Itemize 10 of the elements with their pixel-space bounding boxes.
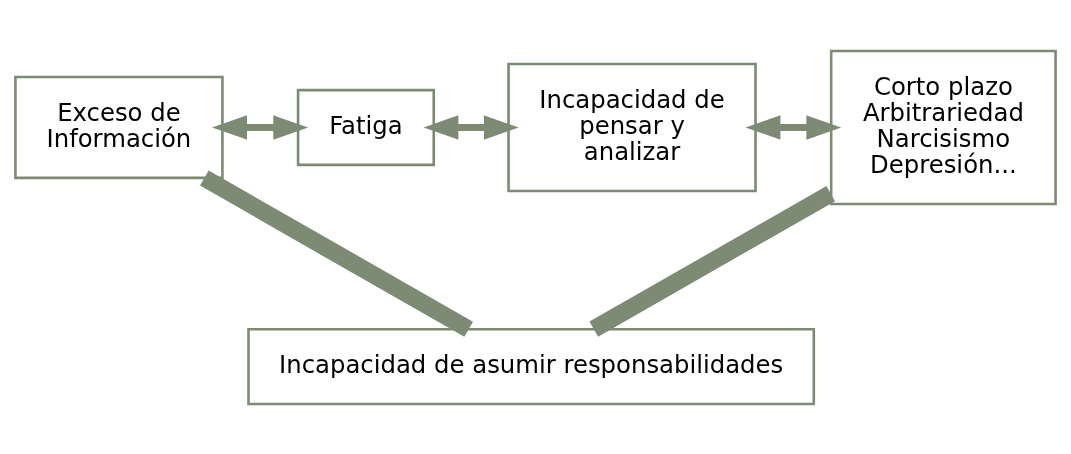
node-box: Fatiga [296,88,436,166]
node-box: Incapacidad de asumir responsabilidades [247,327,816,405]
node-box: Corto plazo Arbitrariedad Narcisismo Depresión... [829,49,1057,205]
connector [589,185,836,337]
node-box: Exceso de Información [14,75,224,179]
arrow [423,114,519,140]
arrow [745,114,842,140]
connector [200,170,473,337]
node-box: Incapacidad de pensar y analizar [507,62,757,192]
arrow [212,114,309,140]
